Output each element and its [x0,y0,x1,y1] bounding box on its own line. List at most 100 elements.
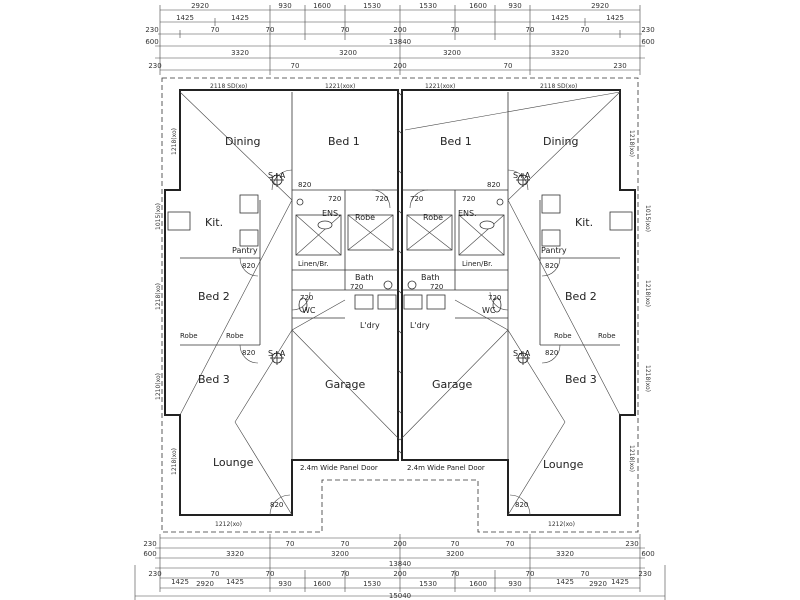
svg-text:720: 720 [430,283,443,291]
room-ens-left: ENS. [322,209,341,218]
dim-200-a: 200 [393,26,406,34]
svg-text:600: 600 [641,550,654,558]
panel-door-left: 2.4m Wide Panel Door [300,464,378,472]
svg-text:70: 70 [286,540,295,548]
room-wc-right: WC [482,306,496,315]
window-side-right-2: 1015(xo) [644,205,651,232]
room-bath-right: Bath [421,273,440,282]
window-sd-top-left: 2118 SD(xo) [210,83,247,90]
dim-930-left: 930 [278,2,291,10]
svg-text:230: 230 [638,570,651,578]
room-robe-right: Robe [423,213,443,222]
svg-text:1425: 1425 [611,578,629,586]
svg-text:600: 600 [143,550,156,558]
bottom-dimensions: 230 70 70 200 70 70 230 600 3320 3200 32… [134,534,666,600]
window-lounge-left: 1212(xo) [215,521,242,528]
room-bed3-right: Bed 3 [565,373,597,386]
smoke-alarms [270,173,530,365]
dim-70-d: 70 [451,26,460,34]
window-bed1-top-right: 1221(xox) [425,83,455,90]
room-linen-right: Linen/Br. [462,260,493,268]
svg-text:70: 70 [266,570,275,578]
sa-label-2: S+A [513,171,531,180]
svg-text:720: 720 [488,294,501,302]
svg-text:70: 70 [451,540,460,548]
dim-230-a: 230 [145,26,158,34]
svg-text:1425: 1425 [226,578,244,586]
svg-text:1425: 1425 [171,578,189,586]
svg-text:820: 820 [487,181,500,189]
dim-200-b: 200 [393,62,406,70]
room-bed2-right: Bed 2 [565,290,597,303]
svg-text:820: 820 [545,349,558,357]
window-side-left-3: 1218(xo) [155,283,162,310]
dim-overall: 15040 [389,592,411,600]
dim-1600-right: 1600 [469,2,487,10]
dim-1425-d: 1425 [606,14,624,22]
room-kit-left: Kit. [205,216,223,229]
dim-70-a: 70 [211,26,220,34]
room-ldry-left: L'dry [360,321,380,330]
room-lounge-left: Lounge [213,456,254,469]
svg-text:820: 820 [242,262,255,270]
room-bed1-left: Bed 1 [328,135,360,148]
room-robe-left: Robe [355,213,375,222]
dim-70-e: 70 [526,26,535,34]
svg-text:3200: 3200 [446,550,464,558]
svg-text:13840: 13840 [389,560,411,568]
window-side-left-2: 1015(xo) [155,203,162,230]
svg-text:820: 820 [270,501,283,509]
svg-text:1600: 1600 [313,580,331,588]
sa-label-1: S+A [268,171,286,180]
room-wc-left: WC [302,306,316,315]
room-bed1-right: Bed 1 [440,135,472,148]
room-garage-right: Garage [432,378,473,391]
svg-text:720: 720 [300,294,313,302]
dim-2920-right: 2920 [591,2,609,10]
window-side-left-5: 1218(xo) [171,448,178,475]
svg-text:200: 200 [393,570,406,578]
svg-text:720: 720 [350,283,363,291]
dim-230-b: 230 [641,26,654,34]
sa-label-3: S+A [268,349,286,358]
svg-text:70: 70 [451,570,460,578]
room-bath-left: Bath [355,273,374,282]
dim-70-c: 70 [341,26,350,34]
svg-text:820: 820 [298,181,311,189]
window-lounge-right: 1212(xo) [548,521,575,528]
window-side-right-4: 1218(xo) [644,365,651,392]
dim-70-g: 70 [291,62,300,70]
room-kit-right: Kit. [575,216,593,229]
svg-text:820: 820 [545,262,558,270]
room-ens-right: ENS. [458,209,477,218]
dim-1530-left: 1530 [363,2,381,10]
dim-930-right: 930 [508,2,521,10]
dim-230-d: 230 [613,62,626,70]
window-sd-top-right: 2118 SD(xo) [540,83,577,90]
room-lounge-right: Lounge [543,458,584,471]
svg-text:70: 70 [341,570,350,578]
dim-1530-right: 1530 [419,2,437,10]
room-bed2-left: Bed 2 [198,290,230,303]
window-side-right-3: 1218(xo) [644,280,651,307]
dim-70-f: 70 [581,26,590,34]
room-linen-left: Linen/Br. [298,260,329,268]
svg-text:2920: 2920 [589,580,607,588]
room-robe-left-b2: Robe [226,332,244,340]
svg-text:720: 720 [462,195,475,203]
roof-lines [179,91,621,516]
svg-text:1530: 1530 [419,580,437,588]
dim-3320-a: 3320 [231,49,249,57]
dim-1600-left: 1600 [313,2,331,10]
dim-3200-b: 3200 [443,49,461,57]
window-side-left-4: 1210(xo) [155,373,162,400]
room-dining-left: Dining [225,135,261,148]
svg-text:930: 930 [508,580,521,588]
room-garage-left: Garage [325,378,366,391]
svg-text:230: 230 [625,540,638,548]
dim-3320-b: 3320 [551,49,569,57]
svg-text:230: 230 [148,570,161,578]
room-pantry-left: Pantry [232,246,258,255]
window-side-right-5: 1218(xo) [628,445,635,472]
